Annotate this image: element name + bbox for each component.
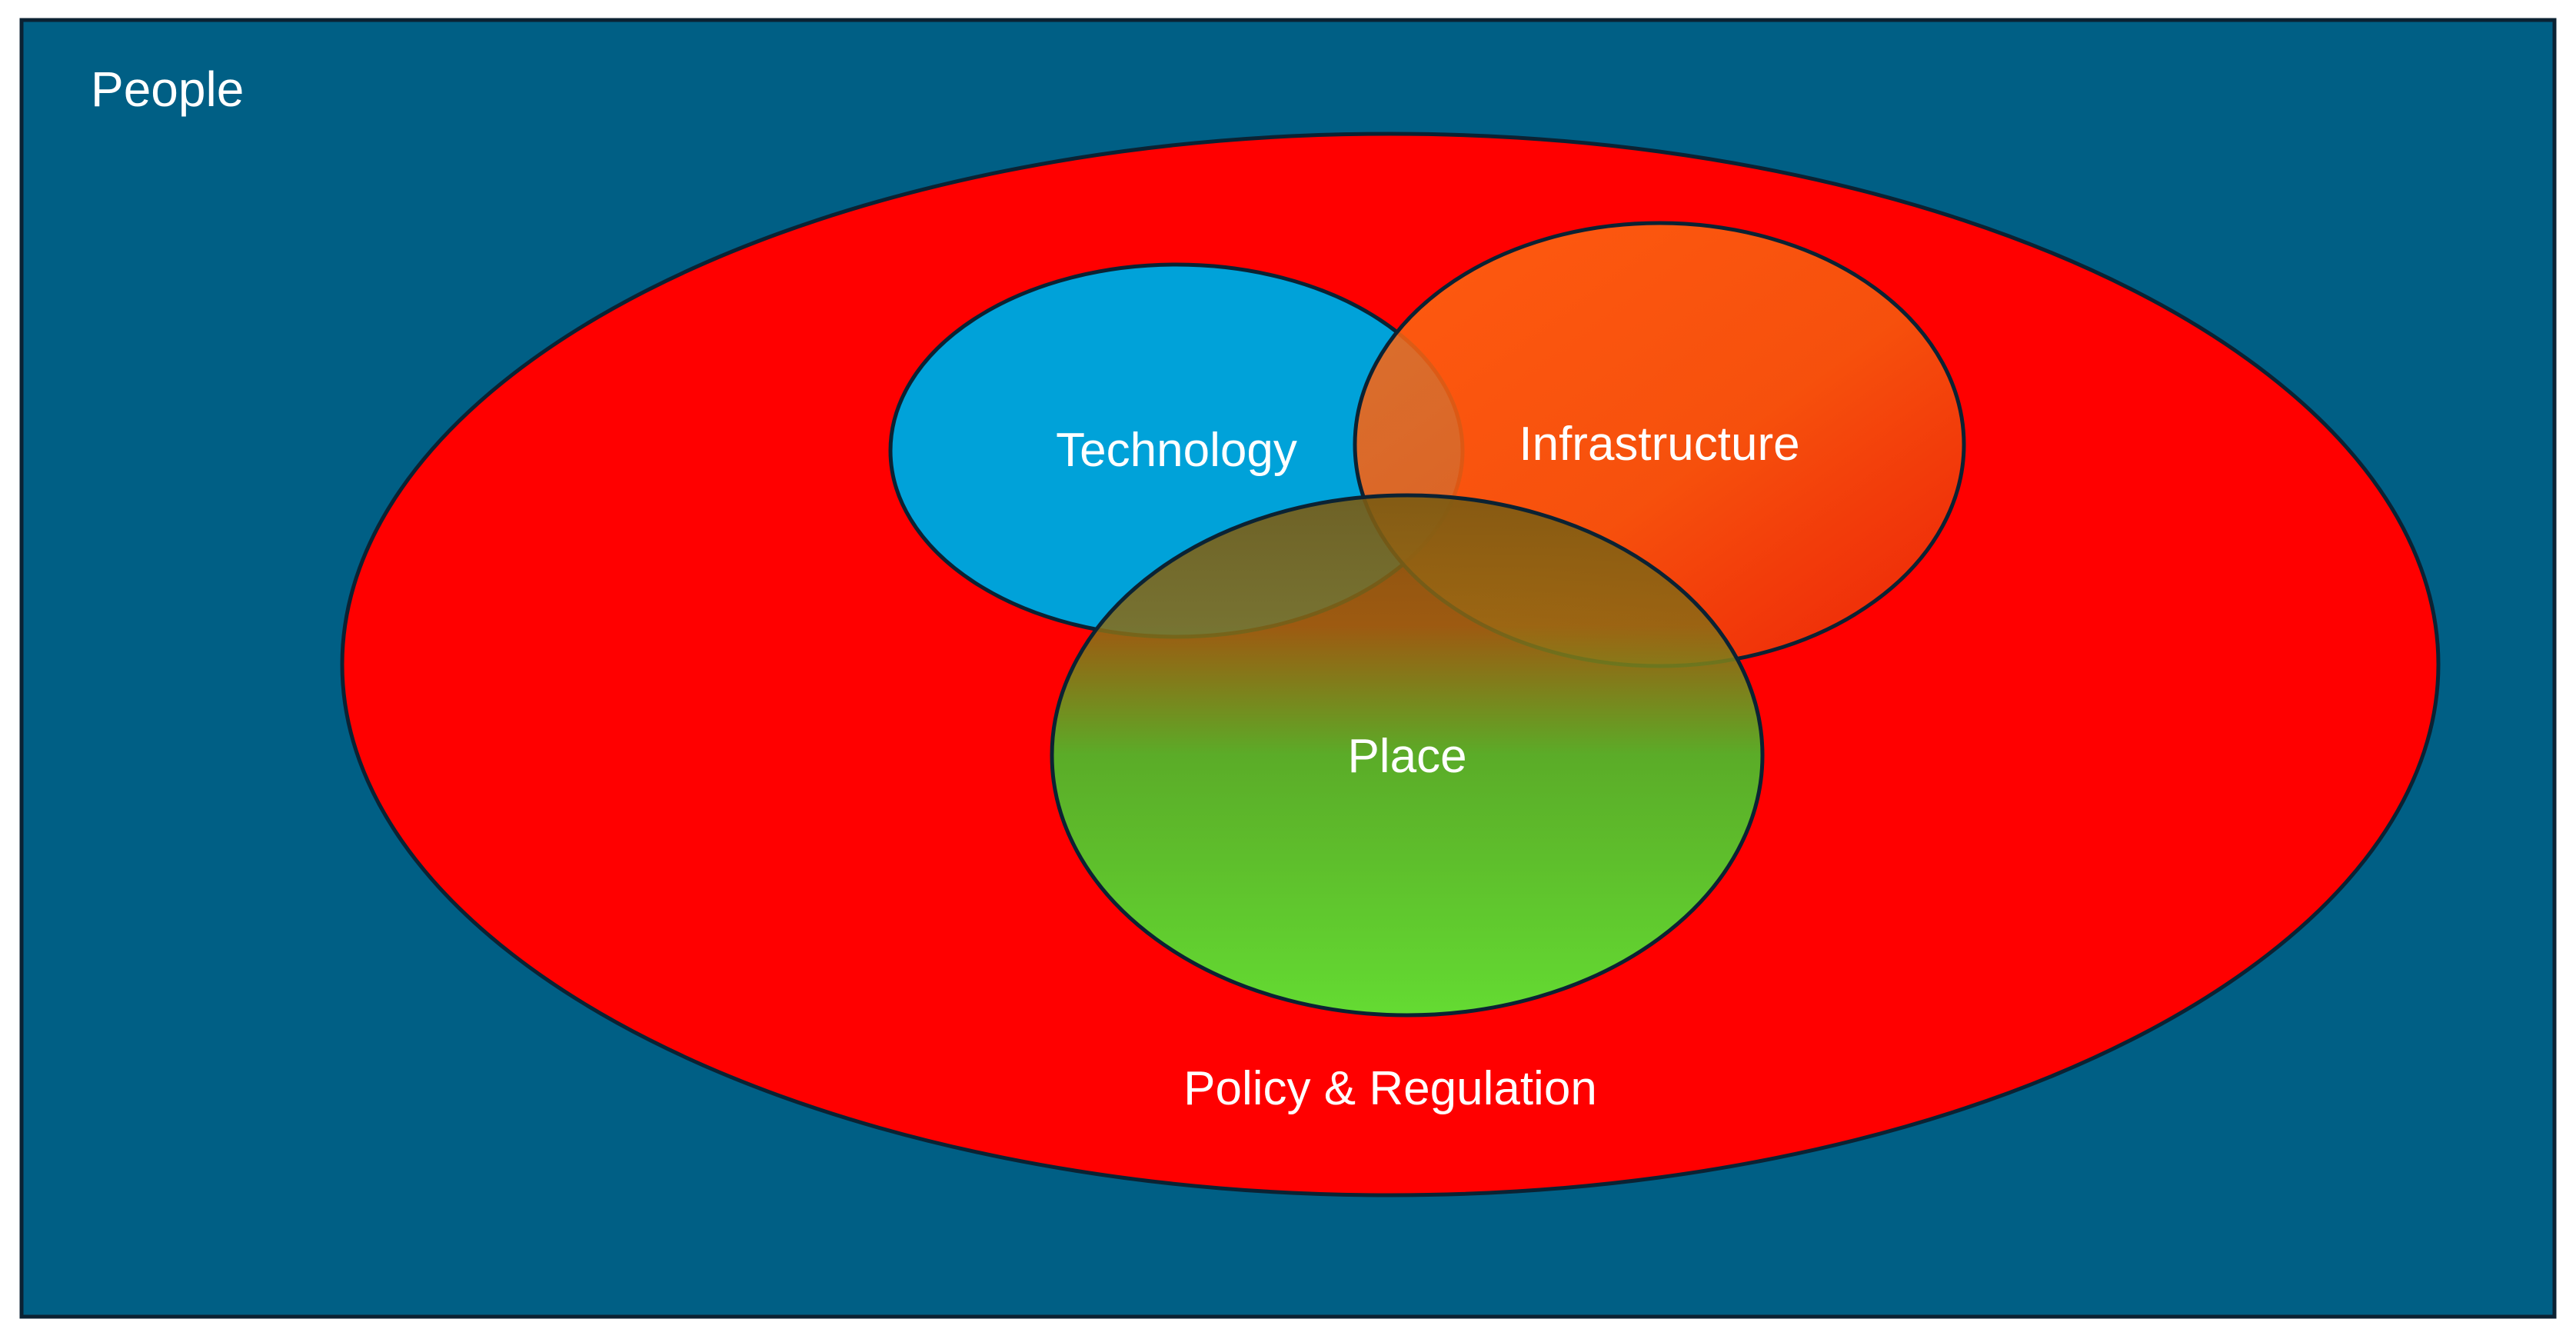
place-circle (1050, 493, 1765, 1018)
people-label: People (91, 62, 244, 117)
policy-regulation-label: Policy & Regulation (1183, 1062, 1597, 1115)
technology-label: Technology (1056, 424, 1297, 477)
place-label: Place (1347, 730, 1466, 783)
infrastructure-label: Infrastructure (1519, 418, 1799, 471)
